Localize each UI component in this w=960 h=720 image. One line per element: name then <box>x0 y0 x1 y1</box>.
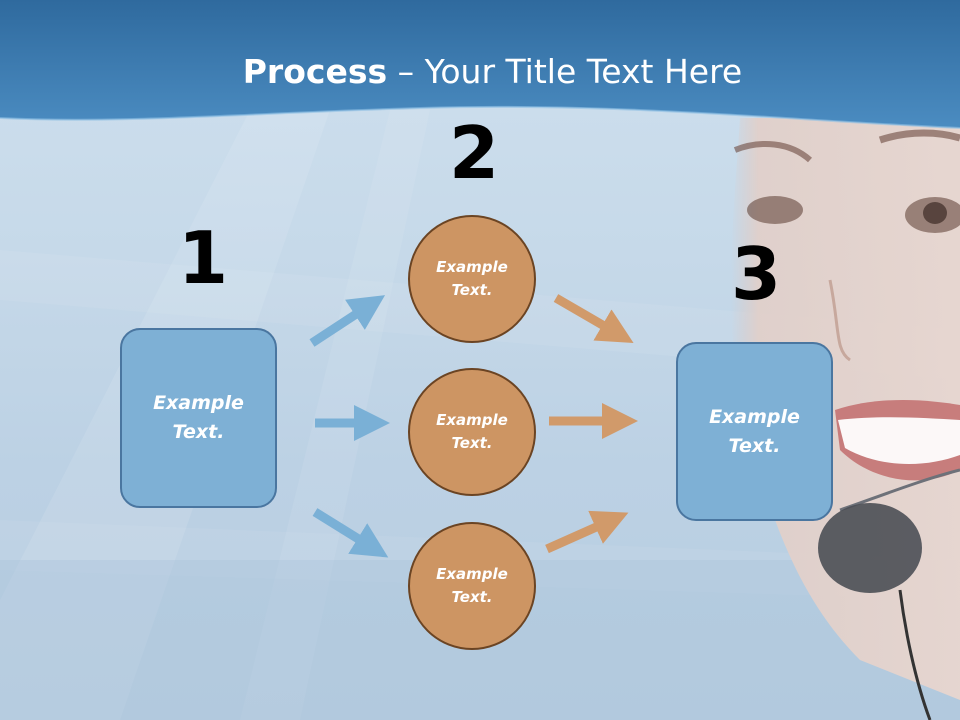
step-1-box: Example Text. <box>120 328 277 508</box>
step-number-3: 3 <box>731 232 782 316</box>
step-2-label-middle: Example Text. <box>436 411 508 452</box>
slide-title: Process – Your Title Text Here <box>0 52 960 91</box>
arrow-2-bottom-to-3 <box>545 510 629 554</box>
title-bold: Process <box>242 52 388 91</box>
title-rest: – Your Title Text Here <box>387 52 743 91</box>
step-2-circle-middle: Example Text. <box>408 368 536 496</box>
step-number-1: 1 <box>178 216 229 300</box>
step-2-circle-top: Example Text. <box>408 215 536 343</box>
step-2-label-top: Example Text. <box>436 258 508 299</box>
step-2-circle-bottom: Example Text. <box>408 522 536 650</box>
step-number-2: 2 <box>449 111 500 195</box>
arrow-1-to-2-top <box>309 295 386 347</box>
arrow-1-to-2-bottom <box>312 508 389 558</box>
arrow-2-top-to-3 <box>553 294 634 344</box>
header-band <box>0 0 960 129</box>
step-3-box: Example Text. <box>676 342 833 521</box>
step-1-label: Example Text. <box>153 392 244 443</box>
step-3-label: Example Text. <box>709 405 800 457</box>
step-2-label-bottom: Example Text. <box>436 565 508 606</box>
